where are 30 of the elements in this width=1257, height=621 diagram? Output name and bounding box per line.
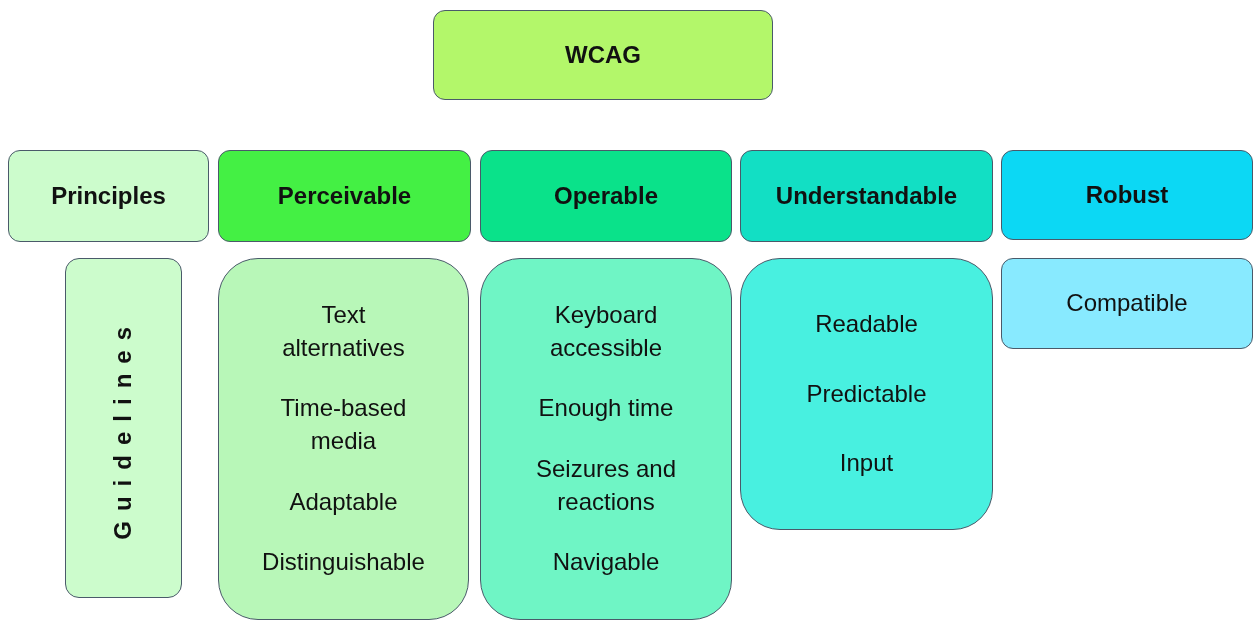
guideline-text: Predictable xyxy=(806,378,927,409)
principle-title: Operable xyxy=(553,180,658,211)
guideline-text: Time-based media xyxy=(279,393,408,456)
guideline-text: Enough time xyxy=(538,393,674,424)
guideline-text: Navigable xyxy=(552,547,660,578)
principle-box xyxy=(480,150,732,242)
principle-box xyxy=(218,150,471,242)
vertical-label: Guidelines xyxy=(108,316,138,540)
guideline-text: Keyboard accessible xyxy=(548,300,664,363)
principle-box xyxy=(740,150,993,242)
guidelines-box xyxy=(65,258,182,598)
guideline-text: Readable xyxy=(815,309,918,340)
root-title: WCAG xyxy=(565,39,641,70)
guideline-text: Adaptable xyxy=(289,486,398,517)
principle-title: Robust xyxy=(1085,179,1169,210)
root-box xyxy=(433,10,773,100)
guideline-text: Seizures and reactions xyxy=(534,454,678,517)
guideline-text: Distinguishable xyxy=(262,547,425,578)
guideline-box xyxy=(740,258,993,530)
guideline-box xyxy=(1001,258,1253,349)
guideline-text: Compatible xyxy=(1066,288,1188,319)
principle-title: Principles xyxy=(51,180,166,211)
guideline-text: Text alternatives xyxy=(281,300,406,363)
guideline-box xyxy=(480,258,732,620)
principle-title: Understandable xyxy=(775,180,958,211)
principle-box xyxy=(8,150,209,242)
principle-box xyxy=(1001,150,1253,240)
principle-title: Perceivable xyxy=(277,180,412,211)
guideline-text: Input xyxy=(839,448,894,479)
guideline-box xyxy=(218,258,469,620)
